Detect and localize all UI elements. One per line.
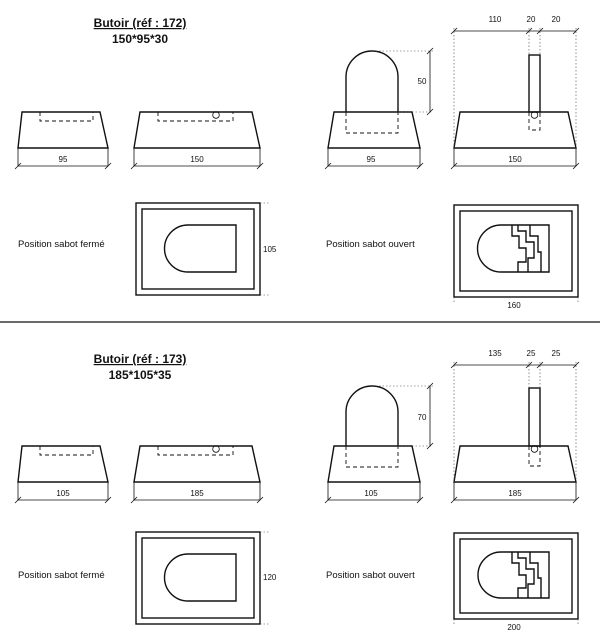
dim-top-left: 110 [489,15,502,24]
plan-view-open: Position sabot ouvert 200 [326,532,579,632]
dim-front-width: 150 [190,155,204,164]
plan-view-closed: Position sabot fermé 105 [18,202,277,296]
label-open: Position sabot ouvert [326,239,415,250]
dim-open-front-width: 185 [508,489,522,498]
side-view-closed: 105 [14,445,112,504]
section-172: Butoir (réf : 172) 150*95*30 95 150 [14,15,580,310]
front-view-closed: 150 [130,111,264,170]
pivot-hole [212,111,220,119]
side-view-open: 70 105 [324,382,434,504]
dim-open-width: 160 [507,301,521,310]
dim-top-mid: 20 [527,15,536,24]
side-view-open: 50 95 [324,47,434,170]
label-open: Position sabot ouvert [326,570,415,581]
dim-closed-depth: 120 [263,573,277,582]
plan-view-open: Position sabot ouvert 160 [326,204,579,310]
pivot-hole [212,445,220,453]
label-closed: Position sabot fermé [18,239,105,250]
front-view-open: 110 20 20 150 [450,15,580,170]
section-title: Butoir (réf : 172) [94,16,187,30]
section-size: 185*105*35 [109,368,172,382]
dim-side-width: 95 [59,155,68,164]
dim-arch-height: 50 [418,77,427,86]
dim-open-front-width: 150 [508,155,522,164]
section-173: Butoir (réf : 173) 185*105*35 105 185 [14,349,580,632]
label-closed: Position sabot fermé [18,570,105,581]
plan-view-closed: Position sabot fermé 120 [18,531,277,625]
dim-open-width: 200 [507,623,521,632]
dim-arch-height: 70 [418,413,427,422]
dim-top-right: 20 [552,15,561,24]
dim-top-right: 25 [552,349,561,358]
front-view-closed: 185 [130,445,264,504]
dim-open-side-width: 105 [364,489,378,498]
section-title: Butoir (réf : 173) [94,352,187,366]
front-view-open: 135 25 25 185 [450,349,580,504]
dim-top-mid: 25 [527,349,536,358]
dim-side-width: 105 [56,489,70,498]
dim-front-width: 185 [190,489,204,498]
dim-top-left: 135 [488,349,502,358]
dim-closed-depth: 105 [263,245,277,254]
section-size: 150*95*30 [112,32,168,46]
dim-open-side-width: 95 [367,155,376,164]
side-view-closed: 95 [14,111,112,170]
